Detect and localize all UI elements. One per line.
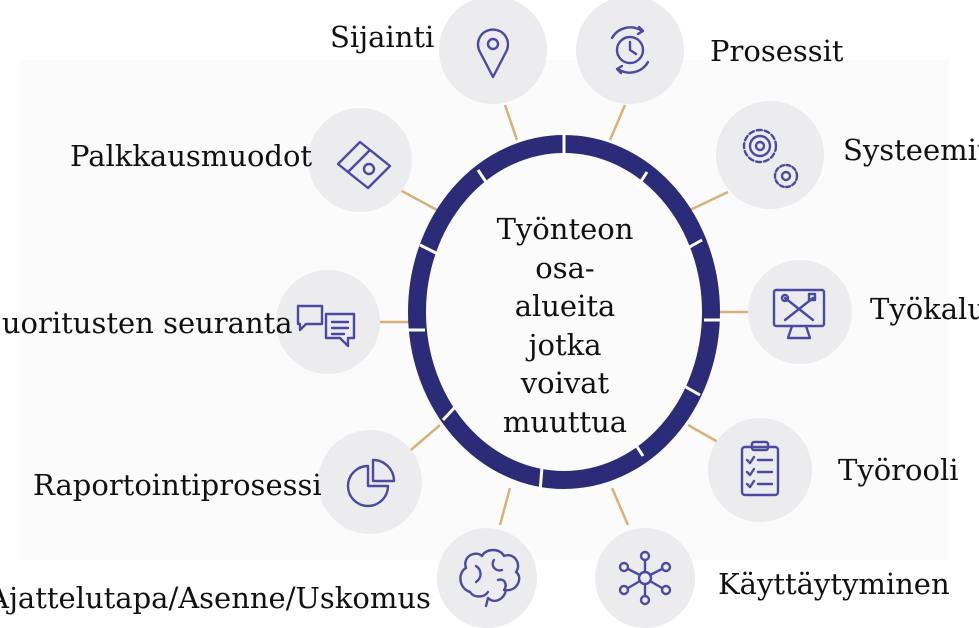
center-title: Työnteon osa- alueita jotka voivat muutt…: [490, 210, 640, 441]
node-circle-systeemit: [716, 101, 824, 209]
connector: [399, 188, 438, 212]
center-line: voivat: [520, 366, 610, 400]
node-circle-sijainti: [439, 0, 547, 104]
label-ajattelutapa: Ajattelutapa/Asenne/Uskomus: [0, 581, 431, 615]
node-circle-suoritukset: [276, 270, 380, 374]
connector: [503, 104, 519, 141]
node-circle-tyorooli: [708, 418, 812, 522]
label-prosessit: Prosessit: [710, 34, 844, 68]
nodes: [276, 0, 852, 628]
label-suoritusten-seuranta: Suoritusten seuranta: [0, 306, 293, 340]
brain-icon: [459, 548, 521, 608]
ring-gap: [632, 441, 645, 457]
ring-gap: [419, 243, 439, 256]
gears-icon: [742, 128, 799, 189]
label-systeemit: Systeemit: [843, 133, 979, 167]
monitor-tools-icon: [772, 288, 826, 340]
connector: [610, 487, 630, 526]
ring-gap: [476, 169, 490, 186]
node-circle-raportointi: [318, 430, 422, 534]
node-circle-tyokalut: [748, 260, 852, 364]
label-tyokalut: Työkalut: [870, 292, 979, 326]
connectors: [378, 104, 752, 526]
center-line: muuttua: [502, 404, 628, 439]
ring-gap: [441, 404, 458, 422]
label-kayttaytyminen: Käyttäytyminen: [718, 567, 950, 601]
ring-gap: [685, 238, 703, 251]
center-line: Työnteon: [496, 212, 634, 246]
node-circle-ajattelutapa: [437, 528, 537, 628]
clock-cycle-icon: [610, 25, 650, 75]
connector: [498, 487, 512, 526]
center-line: alueita: [514, 289, 616, 323]
center-line: jotka: [528, 327, 602, 362]
connector: [689, 190, 729, 212]
ring-gap: [538, 466, 544, 493]
node-circle-prosessit: [576, 0, 684, 104]
label-tyorooli: Työrooli: [838, 453, 959, 487]
network-icon: [618, 550, 672, 606]
pie-chart-icon: [346, 458, 396, 508]
label-palkkausmuodot: Palkkausmuodot: [70, 139, 313, 173]
connector: [687, 423, 719, 444]
connector: [608, 104, 627, 141]
ring-gap: [683, 384, 701, 397]
center-line: osa-: [535, 250, 595, 285]
clipboard-checklist-icon: [740, 440, 780, 497]
ring-gap: [636, 171, 649, 187]
chat-bubbles-icon: [296, 304, 356, 348]
node-circle-kayttaytyminen: [595, 528, 695, 628]
location-pin-icon: [476, 28, 510, 79]
label-raportointiprosessi: Raportointiprosessi: [33, 468, 322, 502]
label-sijainti: Sijainti: [330, 20, 435, 54]
central-ring: [405, 132, 722, 493]
money-notes-icon: [336, 140, 392, 190]
